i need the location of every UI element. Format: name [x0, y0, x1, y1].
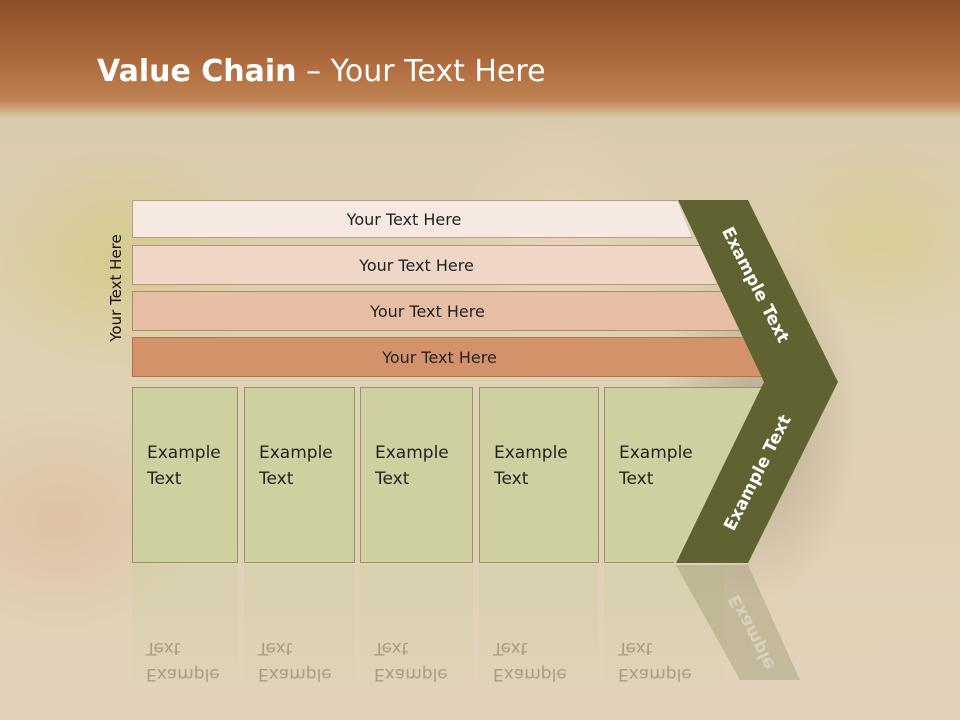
row-2: Your Text Here	[132, 245, 717, 285]
box-4-line1: Example	[494, 443, 568, 463]
slide-title: Value Chain – Your Text Here	[97, 54, 546, 89]
row-4: Your Text Here	[132, 337, 763, 377]
box-4-line2: Text	[494, 469, 529, 489]
row-3-label: Your Text Here	[370, 301, 485, 321]
box-5-line2: Text	[619, 469, 654, 489]
row-3: Your Text Here	[132, 291, 739, 331]
box-3-line1: Example	[375, 443, 449, 463]
chevron-reflection	[676, 565, 800, 680]
upper-chevron	[678, 200, 838, 382]
title-rest: – Your Text Here	[296, 54, 546, 89]
row-4-label: Your Text Here	[382, 347, 497, 367]
box-1-line1: Example	[147, 443, 221, 463]
box-1-line2: Text	[147, 469, 182, 489]
box-3-line2: Text	[375, 469, 410, 489]
row-1: Your Text Here	[132, 200, 692, 238]
box-5-line1: Example	[619, 443, 693, 463]
title-bold: Value Chain	[97, 54, 297, 89]
row-1-label: Your Text Here	[346, 209, 462, 229]
title-bar	[0, 0, 960, 118]
box-2-line2: Text	[259, 469, 294, 489]
box-2-line1: Example	[259, 443, 333, 463]
lower-chevron	[676, 382, 838, 563]
row-2-label: Your Text Here	[359, 255, 474, 275]
